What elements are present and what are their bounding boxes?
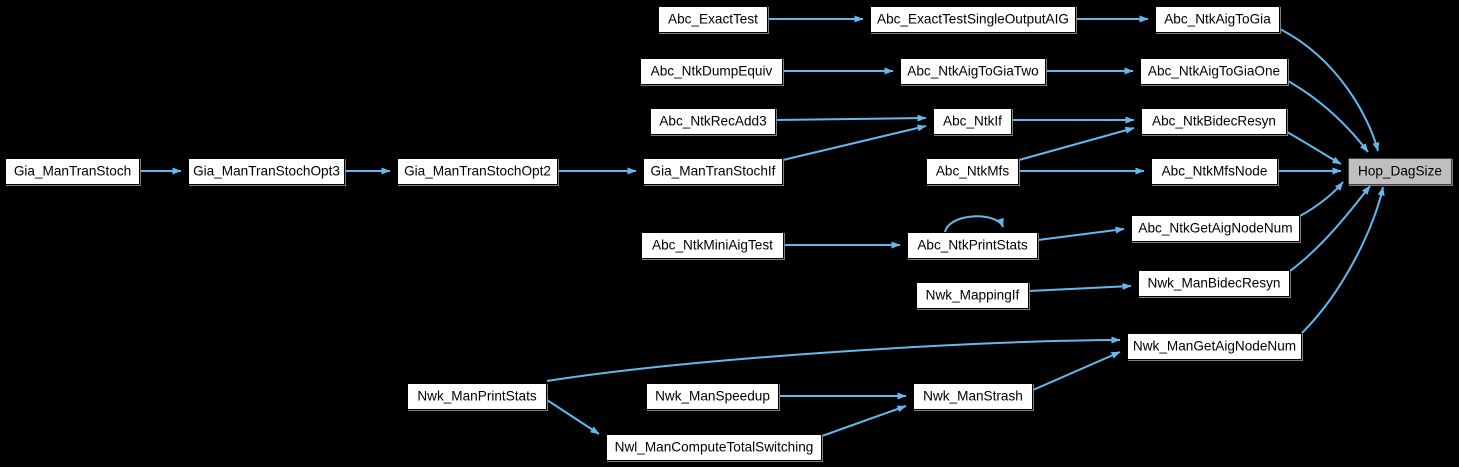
graph-node-abc_ntk_mfs_node[interactable]: Abc_NtkMfsNode (1151, 158, 1278, 185)
graph-node-abc_ntk_aig_to_gia[interactable]: Abc_NtkAigToGia (1155, 6, 1280, 33)
graph-node-label: Abc_NtkBidecResyn (1152, 113, 1276, 129)
graph-edge-nwk_man_strash-to-nwk_man_get_aig_node_num (1032, 351, 1121, 391)
graph-edge-nwk_man_get_aig_node_num-to-hop_dag_size (1301, 186, 1385, 334)
graph-node-nwk_mapping_if[interactable]: Nwk_MappingIf (916, 282, 1029, 309)
graph-node-label: Nwk_ManPrintStats (417, 388, 537, 404)
graph-node-abc_ntk_mini_aig_test[interactable]: Abc_NtkMiniAigTest (641, 232, 784, 259)
graph-edge-abc_ntk_mfs-to-abc_ntk_bidec_resyn (1018, 126, 1135, 161)
graph-node-abc_ntk_aig_to_gia_one[interactable]: Abc_NtkAigToGiaOne (1140, 58, 1288, 85)
graph-node-label: Abc_NtkAigToGia (1164, 11, 1271, 27)
graph-node-abc_exact_test_single_output_aig[interactable]: Abc_ExactTestSingleOutputAIG (870, 6, 1076, 33)
graph-node-abc_ntk_print_stats[interactable]: Abc_NtkPrintStats (907, 232, 1038, 259)
graph-edge-nwl_man_compute_total_switching-to-nwk_man_strash (821, 405, 907, 437)
graph-node-label: Abc_NtkAigToGiaOne (1147, 63, 1281, 79)
graph-node-label: Abc_NtkPrintStats (917, 237, 1028, 253)
graph-node-abc_ntk_mfs[interactable]: Abc_NtkMfs (926, 158, 1019, 185)
graph-node-label: Nwk_ManSpeedup (655, 388, 770, 404)
graph-node-label: Gia_ManTranStochOpt2 (404, 163, 551, 179)
graph-edge-gia_man_tran_stoch_if-to-abc_ntk_if (782, 124, 927, 161)
graph-node-nwl_man_compute_total_switching[interactable]: Nwl_ManComputeTotalSwitching (606, 434, 822, 461)
graph-edge-nwk_man_print_stats-to-nwl_man_compute_total_switching (546, 399, 600, 435)
graph-node-label: Nwk_ManStrash (923, 388, 1023, 404)
graph-node-label: Abc_NtkGetAigNodeNum (1138, 220, 1293, 236)
graph-node-label: Abc_ExactTestSingleOutputAIG (877, 11, 1069, 27)
graph-node-nwk_man_bidec_resyn[interactable]: Nwk_ManBidecResyn (1138, 270, 1290, 297)
graph-node-abc_ntk_aig_to_gia_two[interactable]: Abc_NtkAigToGiaTwo (900, 58, 1046, 85)
graph-node-label: Nwk_ManGetAigNodeNum (1132, 338, 1297, 354)
graph-edge-nwk_man_print_stats-to-nwk_man_get_aig_node_num (546, 336, 1121, 382)
graph-node-gia_man_tran_stoch_opt2[interactable]: Gia_ManTranStochOpt2 (397, 158, 558, 185)
graph-node-label: Hop_DagSize (1358, 163, 1442, 179)
graph-node-gia_man_tran_stoch_if[interactable]: Gia_ManTranStochIf (643, 158, 783, 185)
graph-node-label: Abc_ExactTest (668, 11, 758, 27)
graph-node-gia_man_tran_stoch[interactable]: Gia_ManTranStoch (5, 158, 140, 185)
graph-node-label: Gia_ManTranStoch (13, 163, 132, 179)
graph-node-label: Abc_NtkIf (943, 113, 1002, 129)
graph-edge-nwk_man_bidec_resyn-to-hop_dag_size (1289, 185, 1371, 272)
graph-node-label: Gia_ManTranStochOpt3 (193, 163, 340, 179)
graph-node-abc_ntk_dump_equiv[interactable]: Abc_NtkDumpEquiv (640, 58, 783, 85)
graph-edge-nwk_mapping_if-to-nwk_man_bidec_resyn (1028, 282, 1132, 292)
graph-node-label: Abc_NtkMiniAigTest (652, 237, 773, 253)
graph-node-label: Abc_NtkMfs (935, 163, 1010, 179)
graph-edge-abc_ntk_aig_to_gia_one-to-hop_dag_size (1287, 80, 1369, 153)
graph-node-label: Abc_NtkAigToGiaTwo (907, 63, 1039, 79)
graph-node-abc_ntk_bidec_resyn[interactable]: Abc_NtkBidecResyn (1141, 108, 1287, 135)
graph-node-nwk_man_print_stats[interactable]: Nwk_ManPrintStats (407, 383, 547, 410)
graph-node-nwk_man_speedup[interactable]: Nwk_ManSpeedup (646, 383, 779, 410)
graph-edge-abc_ntk_aig_to_gia-to-hop_dag_size (1279, 28, 1380, 152)
graph-node-label: Nwk_MappingIf (925, 287, 1020, 303)
graph-edge-abc_ntk_print_stats-to-abc_ntk_get_aig_node_num (1037, 226, 1125, 241)
graph-edge-abc_ntk_print_stats-to-abc_ntk_print_stats (944, 215, 1004, 233)
graph-node-label: Gia_ManTranStochIf (650, 163, 776, 179)
graph-node-label: Abc_NtkMfsNode (1161, 163, 1268, 179)
graph-node-abc_ntk_rec_add3[interactable]: Abc_NtkRecAdd3 (650, 108, 776, 135)
graph-node-label: Abc_NtkDumpEquiv (650, 63, 773, 79)
graph-edge-abc_ntk_rec_add3-to-abc_ntk_if (775, 114, 927, 122)
graph-node-nwk_man_strash[interactable]: Nwk_ManStrash (913, 383, 1033, 410)
graph-node-abc_ntk_get_aig_node_num[interactable]: Abc_NtkGetAigNodeNum (1131, 215, 1300, 242)
graph-node-abc_exact_test[interactable]: Abc_ExactTest (658, 6, 768, 33)
graph-node-gia_man_tran_stoch_opt3[interactable]: Gia_ManTranStochOpt3 (188, 158, 345, 185)
graph-node-label: Abc_NtkRecAdd3 (659, 113, 767, 129)
graph-node-label: Nwl_ManComputeTotalSwitching (614, 439, 814, 455)
graph-edge-abc_ntk_bidec_resyn-to-hop_dag_size (1286, 131, 1342, 165)
graph-node-nwk_man_get_aig_node_num[interactable]: Nwk_ManGetAigNodeNum (1127, 333, 1302, 360)
graph-edge-abc_ntk_get_aig_node_num-to-hop_dag_size (1299, 181, 1344, 217)
graph-node-label: Nwk_ManBidecResyn (1147, 275, 1281, 291)
graph-node-hop_dag_size[interactable]: Hop_DagSize (1348, 158, 1452, 185)
graph-node-abc_ntk_if[interactable]: Abc_NtkIf (933, 108, 1012, 135)
